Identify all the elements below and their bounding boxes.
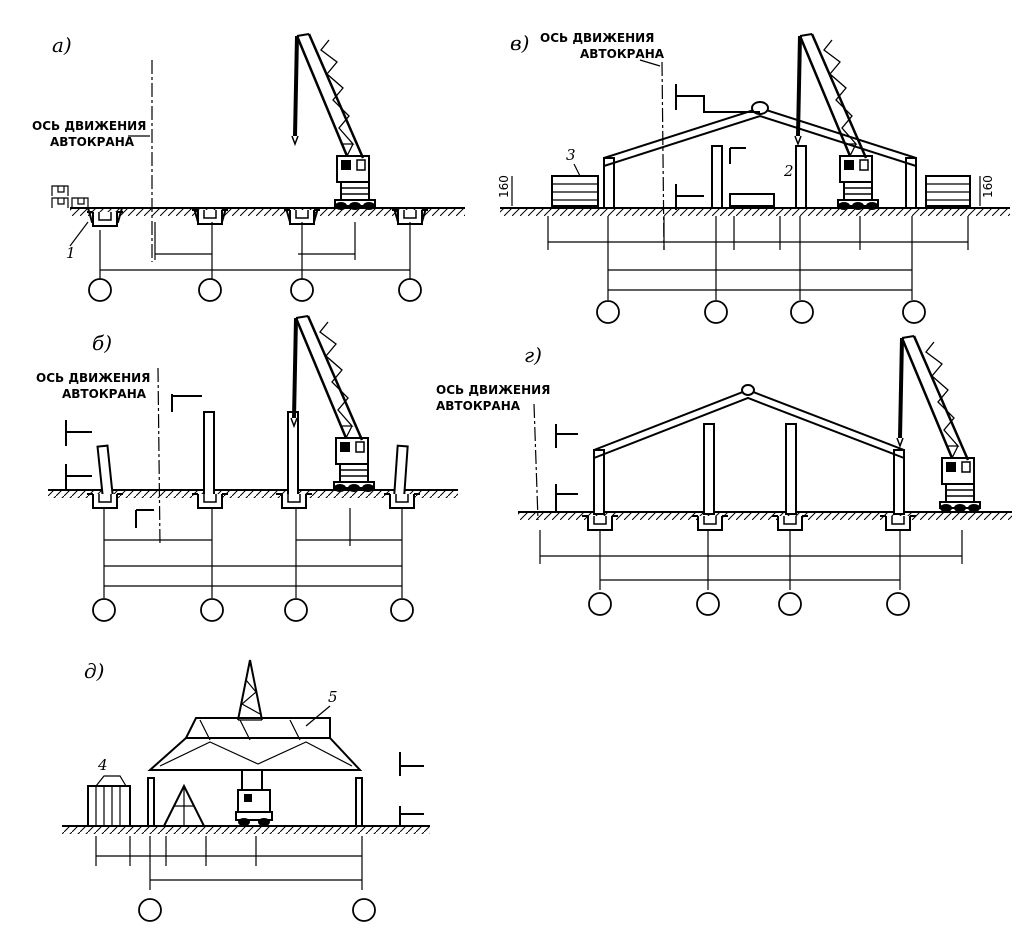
panel-b-axis-marker-3	[284, 598, 308, 622]
panel-a-block-stack	[51, 185, 89, 208]
panel-d-level-2	[399, 806, 424, 826]
panel-a-pit-1	[86, 207, 124, 227]
panel-v-dimensions	[547, 216, 969, 300]
panel-b-level-3	[171, 394, 202, 412]
panel-b-axis-marker-1	[92, 598, 116, 622]
panel-v-axis-marker-2	[704, 300, 728, 324]
panel-v-axis-line2: АВТОКРАНА	[580, 47, 665, 61]
panel-a-axis-line2: АВТОКРАНА	[50, 135, 135, 149]
panel-v-ground-hatch	[500, 208, 1010, 216]
panel-a-axis-marker-2	[198, 278, 222, 302]
panel-v-axis-marker-1	[596, 300, 620, 324]
panel-d-mast-crane	[235, 659, 273, 826]
callout-3: 3	[566, 146, 576, 164]
panel-g-label: г)	[524, 343, 542, 367]
panel-v: в) ОСЬ ДВИЖЕНИЯ АВТОКРАНА 3 160 160	[497, 31, 1010, 324]
panel-b-axis-line1: ОСЬ ДВИЖЕНИЯ	[36, 371, 150, 385]
panel-b: б) ОСЬ ДВИЖЕНИЯ АВТОКРАНА	[36, 314, 458, 622]
panel-g-axis-marker-3	[778, 592, 802, 616]
panel-v-element-2	[729, 193, 775, 207]
panel-b-axis-line	[157, 367, 161, 546]
panel-v-axis-line1: ОСЬ ДВИЖЕНИЯ	[540, 31, 654, 45]
panel-b-axis-marker-4	[390, 598, 414, 622]
panel-g-level-2	[555, 484, 578, 512]
callout-5-leader	[305, 705, 331, 727]
panel-a-axis-marker-4	[398, 278, 422, 302]
panel-v-axis-marker-3	[790, 300, 814, 324]
panel-b-axis-line2: АВТОКРАНА	[62, 387, 147, 401]
panel-a-pit-2	[191, 207, 229, 225]
panel-d-axis-marker-1	[138, 898, 162, 922]
panel-g-axis-marker-2	[696, 592, 720, 616]
panel-v-level-top	[675, 84, 760, 113]
callout-2: 2	[783, 162, 794, 180]
panel-b-crane	[289, 314, 376, 494]
panel-d-dimensions	[95, 836, 363, 890]
panel-b-axis-marker-2	[200, 598, 224, 622]
callout-5: 5	[328, 688, 338, 706]
panel-g-frame	[581, 384, 917, 531]
panel-a-axis-marker-3	[290, 278, 314, 302]
panel-b-level-4	[135, 509, 154, 528]
panel-v-dim-left: 160	[497, 175, 511, 198]
panel-b-level-1	[65, 420, 92, 446]
panel-a-crane	[290, 32, 377, 212]
panel-v-level-ground	[675, 184, 704, 210]
panel-d-column-right	[355, 777, 363, 827]
panel-g-axis-marker-4	[886, 592, 910, 616]
panel-d-ground-hatch	[62, 826, 430, 834]
panel-a-axis-marker-1	[88, 278, 112, 302]
panel-d-roof-block-5	[147, 717, 363, 771]
panel-g-level-1	[555, 424, 578, 448]
panel-b-columns	[86, 411, 421, 509]
panel-d: д) 4 5	[62, 659, 430, 922]
panel-g-axis-line	[533, 403, 539, 521]
panel-b-ground-hatch	[48, 490, 458, 498]
panel-d-label: д)	[84, 659, 104, 683]
panel-a-label: а)	[52, 33, 72, 57]
panel-b-dimensions	[103, 508, 403, 598]
panel-b-label: б)	[92, 331, 112, 355]
panel-d-axis-marker-2	[352, 898, 376, 922]
panel-d-level-1	[399, 752, 424, 776]
panel-v-stack-right	[925, 175, 971, 207]
callout-3-leader	[573, 163, 581, 177]
panel-b-level-2	[65, 464, 92, 490]
panel-g-axis-line1: ОСЬ ДВИЖЕНИЯ	[436, 383, 550, 397]
panel-g-axis-line2: АВТОКРАНА	[436, 399, 521, 413]
panel-v-dim-right: 160	[981, 175, 995, 198]
callout-1: 1	[66, 244, 76, 262]
panel-v-level-mid	[729, 147, 746, 164]
panel-d-column-left	[147, 777, 155, 827]
panel-g-ground-hatch	[518, 512, 1012, 520]
panel-v-axis-marker-4	[902, 300, 926, 324]
panel-a-dimensions	[99, 222, 411, 280]
panel-g-crane	[895, 334, 982, 514]
callout-1-leader	[69, 221, 89, 247]
panel-a-pit-3	[283, 207, 321, 225]
panel-g: г) ОСЬ ДВИЖЕНИЯ АВТОКРАНА	[436, 334, 1012, 616]
panel-v-axis-leader	[639, 59, 661, 67]
panel-d-crate-4	[87, 775, 131, 827]
panel-v-stack-left	[551, 175, 599, 207]
panel-a-ground-hatch	[70, 208, 465, 216]
panel-v-frame	[603, 101, 917, 209]
panel-v-crane	[793, 32, 880, 212]
panel-a-axis-line1: ОСЬ ДВИЖЕНИЯ	[32, 119, 146, 133]
panel-g-axis-marker-1	[588, 592, 612, 616]
panel-g-dimensions	[539, 530, 963, 590]
panel-v-label: в)	[510, 31, 529, 55]
panel-d-a-frame	[162, 783, 206, 827]
panel-a: а) ОСЬ ДВИЖЕНИЯ АВТОКРАНА 1	[32, 32, 465, 302]
callout-4: 4	[97, 756, 108, 774]
panel-a-pit-4	[391, 207, 429, 225]
